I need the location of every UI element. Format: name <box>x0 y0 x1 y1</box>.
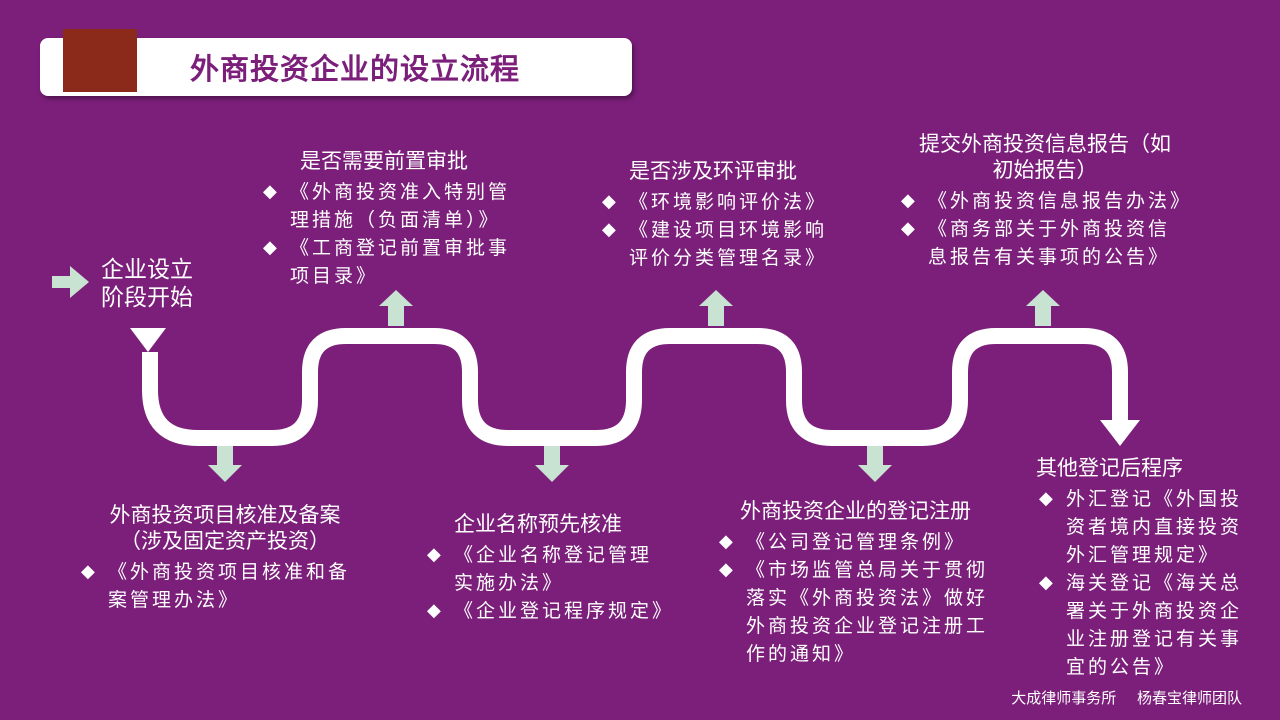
step-heading: 企业名称预先核准 <box>454 512 622 536</box>
diamond-icon: ◆ <box>901 190 915 211</box>
step-registration: 外商投资企业的登记注册 ◆ 《公司登记管理条例》 ◆ 《市场监管总局关于贯彻 落… <box>719 498 988 668</box>
step-project-approval: 外商投资项目核准及备案 （涉及固定资产投资） ◆ 《外商投资项目核准和备 案管理… <box>81 502 360 614</box>
list-item: ◆ 《外商投资项目核准和备 案管理办法》 <box>81 558 360 614</box>
down-arrow-icon <box>208 446 242 482</box>
step-info-report: 提交外商投资信息报告（如 初始报告） ◆ 《外商投资信息报告办法》 ◆ 《商务部… <box>900 131 1192 271</box>
down-arrow-icon <box>535 446 569 482</box>
list-item: ◆ 《企业登记程序规定》 <box>427 597 674 625</box>
title-accent-square <box>63 29 137 92</box>
diamond-icon: ◆ <box>427 544 441 565</box>
step-heading: 外商投资企业的登记注册 <box>740 499 971 523</box>
list-item: ◆ 《建设项目环境影响 评价分类管理名录》 <box>602 216 827 272</box>
list-item: ◆ 外汇登记《外国投 资者境内直接投资 外汇管理规定》 <box>1039 485 1242 569</box>
list-item: ◆ 《企业名称登记管理 实施办法》 <box>427 541 674 597</box>
list-item: ◆ 《市场监管总局关于贯彻 落实《外商投资法》做好 外商投资企业登记注册工 作的… <box>719 556 988 668</box>
flow-path <box>142 328 1128 446</box>
diamond-icon: ◆ <box>719 559 733 580</box>
list-item: ◆ 海关登记《海关总 署关于外商投资企 业注册登记有关事 宜的公告》 <box>1039 569 1242 681</box>
diamond-icon: ◆ <box>1039 488 1053 509</box>
list-item: ◆ 《外商投资准入特别管 理措施（负面清单）》 <box>263 178 510 234</box>
title-bar <box>40 38 632 96</box>
list-item: ◆ 《工商登记前置审批事 项目录》 <box>263 234 510 290</box>
step-post-registration: 其他登记后程序 ◆ 外汇登记《外国投 资者境内直接投资 外汇管理规定》 ◆ 海关… <box>1036 455 1242 681</box>
diamond-icon: ◆ <box>719 531 733 552</box>
down-arrow-icon <box>858 446 892 482</box>
start-triangle-icon <box>130 328 166 352</box>
step-heading: 提交外商投资信息报告（如 初始报告） <box>919 132 1171 182</box>
up-arrow-icon <box>379 290 413 326</box>
diamond-icon: ◆ <box>427 600 441 621</box>
diamond-icon: ◆ <box>602 191 616 212</box>
flow-end-arrowhead <box>1100 420 1140 446</box>
footer-team: 杨春宝律师团队 <box>1136 689 1242 707</box>
step-pre-approval: 是否需要前置审批 ◆ 《外商投资准入特别管 理措施（负面清单）》 ◆ 《工商登记… <box>263 148 510 290</box>
diamond-icon: ◆ <box>263 181 277 202</box>
step-heading: 其他登记后程序 <box>1036 456 1183 480</box>
start-right-arrow-icon <box>52 266 89 298</box>
page-title: 外商投资企业的设立流程 <box>190 52 521 86</box>
step-heading: 是否需要前置审批 <box>300 149 468 173</box>
diamond-icon: ◆ <box>81 561 95 582</box>
list-item: ◆ 《环境影响评价法》 <box>602 188 827 216</box>
footer-org: 大成律师事务所 <box>1011 689 1117 707</box>
up-arrow-icon <box>1026 290 1060 326</box>
step-environment-review: 是否涉及环评审批 ◆ 《环境影响评价法》 ◆ 《建设项目环境影响 评价分类管理名… <box>602 158 827 272</box>
diamond-icon: ◆ <box>602 219 616 240</box>
list-item: ◆ 《商务部关于外商投资信 息报告有关事项的公告》 <box>901 215 1192 271</box>
list-item: ◆ 《公司登记管理条例》 <box>719 528 988 556</box>
footer-credit: 大成律师事务所 杨春宝律师团队 <box>1011 687 1242 708</box>
list-item: ◆ 《外商投资信息报告办法》 <box>901 187 1192 215</box>
start-label: 企业设立 阶段开始 <box>101 257 193 311</box>
diamond-icon: ◆ <box>1039 572 1053 593</box>
diamond-icon: ◆ <box>901 218 915 239</box>
step-heading: 外商投资项目核准及备案 （涉及固定资产投资） <box>109 503 341 553</box>
up-arrow-icon <box>699 290 733 326</box>
diamond-icon: ◆ <box>263 237 277 258</box>
step-name-approval: 企业名称预先核准 ◆ 《企业名称登记管理 实施办法》 ◆ 《企业登记程序规定》 <box>427 511 674 625</box>
step-heading: 是否涉及环评审批 <box>629 159 797 183</box>
